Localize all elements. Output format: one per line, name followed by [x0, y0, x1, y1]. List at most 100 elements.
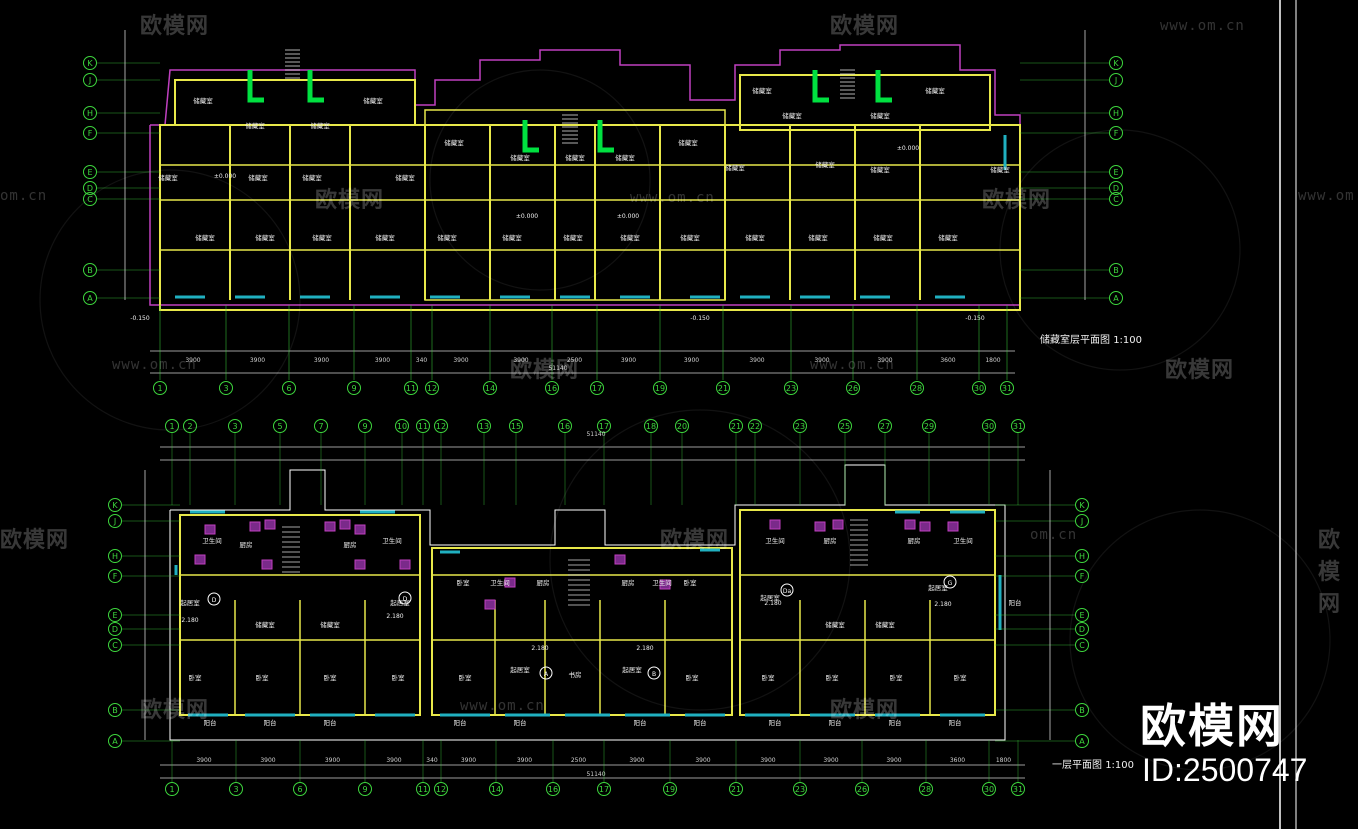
axis-bubble-bottom-plan-bottom	[597, 782, 611, 796]
axis-bubble-row-left-b	[108, 514, 122, 528]
exterior-wall	[159, 124, 1021, 311]
axis-bubble-top-plan	[716, 381, 730, 395]
axis-bubble-row-right-b-label: C	[1079, 641, 1085, 650]
axis-bubble-row-left-label: H	[87, 109, 93, 118]
axis-bubble-row-right-b	[1075, 734, 1089, 748]
room-label: 卧室	[459, 673, 473, 682]
axis-bubble-top-plan	[972, 381, 986, 395]
axis-bubble-row-left-label: B	[87, 266, 93, 275]
axis-bubble-row-left-b-label: E	[112, 611, 117, 620]
unit-type-marker-label: D	[212, 597, 217, 604]
room-label-storage: 储藏室	[938, 233, 958, 242]
axis-bubble-bottom-plan-top-label: 2	[187, 422, 192, 431]
axis-bubble-bottom-plan-top-label: 1	[169, 422, 174, 431]
pipe-shaft	[875, 70, 892, 103]
axis-bubble-bottom-plan-top-label: 22	[750, 422, 760, 431]
axis-bubble-row-right	[1109, 73, 1123, 87]
axis-bubble-row-left	[83, 56, 97, 70]
room-label-storage: 储藏室	[870, 165, 890, 174]
dimension-text: 3900	[196, 757, 211, 764]
axis-bubble-top-plan-label: 31	[1002, 384, 1012, 393]
axis-bubble-row-left-b	[108, 703, 122, 717]
bottom-plan-title: 一层平面图 1:100	[1052, 760, 1135, 771]
axis-bubble-row-right	[1109, 192, 1123, 206]
room-label: 阳台	[264, 718, 277, 727]
pipe-shaft	[307, 70, 324, 103]
axis-bubble-bottom-plan-bottom	[919, 782, 933, 796]
axis-bubble-row-left-b-label: A	[112, 737, 118, 746]
axis-bubble-top-plan-label: 23	[786, 384, 796, 393]
axis-bubble-bottom-plan-top-label: 30	[984, 422, 994, 431]
fixture	[504, 577, 516, 588]
dimension-text: 3900	[453, 357, 468, 364]
fixture	[339, 519, 351, 530]
axis-bubble-row-right-b-label: A	[1079, 737, 1085, 746]
fixture	[399, 559, 411, 570]
axis-bubble-bottom-plan-bottom-label: 6	[297, 785, 302, 794]
axis-bubble-top-plan-label: 6	[286, 384, 291, 393]
room-label: 卫生间	[765, 536, 785, 545]
fixture	[947, 521, 959, 532]
axis-bubble-top-plan-label: 1	[157, 384, 162, 393]
watermark: 欧模网	[140, 698, 210, 723]
room-label: 厨房	[622, 578, 635, 587]
dimension-text: 3600	[950, 757, 965, 764]
axis-bubble-bottom-plan-top	[477, 419, 491, 433]
axis-bubble-bottom-plan-top-label: 17	[599, 422, 609, 431]
axis-bubble-row-right-label: K	[1113, 59, 1119, 68]
axis-bubble-bottom-plan-top-label: 20	[677, 422, 687, 431]
axis-bubble-bottom-plan-bottom	[663, 782, 677, 796]
unit-type-marker	[539, 666, 553, 680]
fixture	[659, 579, 671, 590]
axis-bubble-bottom-plan-top	[748, 419, 762, 433]
axis-bubble-row-right-label: A	[1113, 294, 1119, 303]
fixture	[354, 524, 366, 535]
level-mark: ±0.000	[214, 173, 236, 180]
axis-bubble-top-plan	[219, 381, 233, 395]
room-label: 卫生间	[202, 536, 222, 545]
watermark-arc	[429, 69, 651, 291]
level-mark: 2.180	[181, 617, 198, 624]
axis-bubble-bottom-plan-bottom	[855, 782, 869, 796]
bottom-outline	[169, 464, 1006, 741]
room-label-storage: 储藏室	[678, 138, 698, 147]
axis-bubble-bottom-plan-top-label: 5	[277, 422, 282, 431]
room-label-storage: 储藏室	[502, 233, 522, 242]
axis-bubble-bottom-plan-bottom	[982, 782, 996, 796]
room-label: 厨房	[344, 540, 357, 549]
watermark-url: om.cn	[1030, 527, 1078, 543]
room-label: 阳台	[769, 718, 782, 727]
axis-bubble-row-left-b	[108, 608, 122, 622]
axis-bubble-row-right-label: H	[1113, 109, 1119, 118]
room-label-storage: 储藏室	[245, 121, 265, 130]
fixture	[249, 521, 261, 532]
room-label: 厨房	[537, 578, 550, 587]
room-label: 阳台	[1009, 598, 1022, 607]
axis-bubble-bottom-plan-top	[838, 419, 852, 433]
unit-type-marker-label: B	[652, 671, 656, 678]
axis-bubble-bottom-plan-bottom-label: 9	[362, 785, 367, 794]
level-mark: 2.180	[386, 613, 403, 620]
watermark-url: www.om.cn	[810, 357, 895, 373]
dimension-total: 51140	[586, 771, 605, 778]
axis-bubble-row-left-b	[108, 622, 122, 636]
axis-bubble-bottom-plan-top	[273, 419, 287, 433]
fixture	[769, 519, 781, 530]
watermark-arc	[999, 129, 1241, 371]
axis-bubble-bottom-plan-bottom	[434, 782, 448, 796]
room-label-storage: 储藏室	[395, 173, 415, 182]
axis-bubble-row-left-b	[108, 569, 122, 583]
room-label: 厨房	[240, 540, 253, 549]
pipe-shaft	[812, 70, 829, 103]
axis-bubble-row-right-b-label: D	[1079, 625, 1085, 634]
watermark-arc	[39, 169, 301, 431]
dimension-text: 1800	[996, 757, 1011, 764]
room-label-storage: 储藏室	[620, 233, 640, 242]
axis-bubble-bottom-plan-top	[982, 419, 996, 433]
room-label: 起居室	[180, 598, 200, 607]
axis-bubble-bottom-plan-top-label: 16	[560, 422, 570, 431]
watermark-arc	[549, 409, 851, 711]
level-mark: ±0.000	[897, 145, 919, 152]
room-label-storage: 储藏室	[745, 233, 765, 242]
axis-bubble-row-left-b-label: C	[112, 641, 118, 650]
